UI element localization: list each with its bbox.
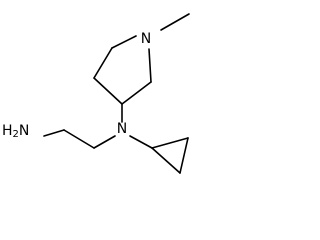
bond-tertiary-n-cyclopropyl: [129, 135, 153, 149]
bond-ring-n-c5: [111, 35, 137, 49]
terminal-amine-label: H2N: [2, 123, 29, 140]
bond-ethyl-c2-amine: [43, 129, 65, 137]
ring-nitrogen-label: N: [141, 31, 151, 47]
tertiary-nitrogen-label: N: [117, 121, 127, 137]
chemical-structure-drawing: N N H2N: [2, 13, 190, 174]
bond-c5-c4: [93, 47, 113, 79]
bond-tertiary-n-ethyl: [93, 135, 116, 149]
bond-cyclopropyl-a: [151, 137, 189, 149]
bond-c3-c2: [121, 81, 152, 105]
bond-methyl-ring-n: [160, 13, 190, 31]
bond-c4-c3: [93, 77, 123, 105]
bond-ethyl-c1-c2: [63, 129, 95, 149]
bond-cyclopropyl-c: [151, 147, 181, 174]
bond-ring-n-c2: [148, 48, 152, 83]
bond-cyclopropyl-b: [179, 137, 189, 174]
